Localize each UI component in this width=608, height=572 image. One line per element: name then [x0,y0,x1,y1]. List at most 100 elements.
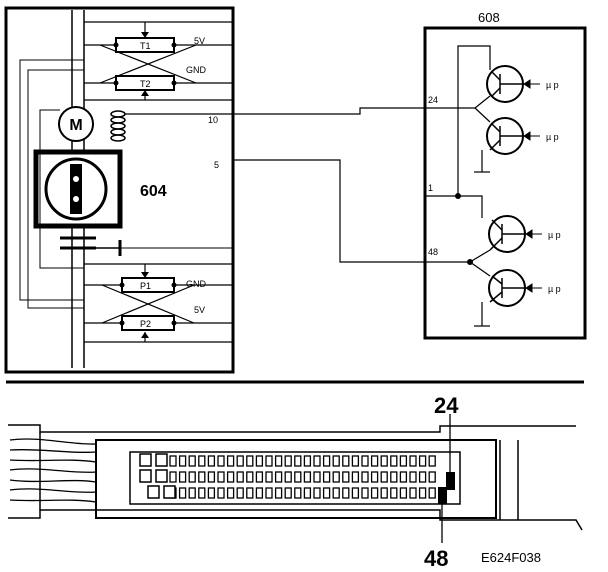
connector-pin [217,487,225,499]
signal-wires [125,107,475,263]
connector-pin [322,471,331,483]
pot-t2-label: T2 [140,79,151,89]
internal-wiring [19,59,84,309]
connector-pin [207,471,216,483]
pot-t1-label: T1 [140,41,151,51]
connector-pin [313,455,321,467]
highlighted-pins [438,472,455,504]
connector-pin [246,455,254,467]
connector-pin [284,471,292,483]
connector-pin [332,471,340,483]
control-module-id-label: 608 [478,10,500,25]
connector-pin [217,471,225,483]
feedback-pot-lower-dots [119,282,177,326]
connector-pin [342,487,350,499]
connector-pin [178,487,187,499]
connector-pin [428,455,436,467]
connector-pin [418,471,427,483]
connector-pin [303,455,312,467]
transistor-icons [486,65,526,307]
connector-pin [409,455,417,467]
pin-1-label: 1 [428,183,433,193]
connector-pin [246,487,254,499]
connector-pin [322,455,331,467]
connector-pin [380,487,388,499]
wire-10-label: 10 [208,115,218,125]
connector-pin [265,455,273,467]
connector-pin [428,471,436,483]
actuator-id-label: 604 [140,183,167,200]
driver-label-4: µ p [548,284,561,294]
control-module-608 [423,26,587,340]
connector-power-pin [147,485,160,499]
connector-power-pin [163,485,176,499]
connector-pin [303,471,312,483]
driver-label-2: µ p [546,132,559,142]
connector-pin [370,487,379,499]
connector-pin [284,455,292,467]
pin-callout-48: 48 [424,546,448,571]
connector-pin [370,455,379,467]
feedback-pot-upper-dots [113,42,177,86]
connector-pin [332,455,340,467]
connector-pin [207,455,216,467]
pot-p1-label: P1 [140,281,151,291]
connector-pin [255,455,264,467]
connector-power-pin [139,453,152,467]
ground-upper-label: GND [186,65,207,75]
connector-pin [332,487,340,499]
figure-id-label: E624F038 [481,550,541,565]
motor-label: M [69,117,82,134]
driver-label-3: µ p [548,230,561,240]
connector-pin [399,471,408,483]
connector-pins [139,453,436,499]
transistor-internals [489,71,524,303]
connector-pin [255,471,264,483]
driver-label-1: µ p [546,80,559,90]
connector-pin [294,487,302,499]
connector-pin [361,455,369,467]
connector-pin [188,487,196,499]
connector-pin [226,455,235,467]
connector-pin [303,487,312,499]
connector-pin [390,455,398,467]
connector-pin [236,487,244,499]
feedback-pot-lower [84,263,232,343]
connector-pin [274,487,283,499]
feedback-pot-upper [84,21,232,101]
connector-pin [351,471,360,483]
connector-pin [313,471,321,483]
connector-pin [351,487,360,499]
supply-5v-lower-label: 5V [194,305,205,315]
junction-dots [455,193,473,265]
connector-pin [284,487,292,499]
connector-pin [380,455,388,467]
connector-pin [390,487,398,499]
motor-icon: M [58,106,94,142]
connector-pin [342,455,350,467]
connector-pin [207,487,216,499]
connector-housing [8,424,583,531]
connector-pin [294,455,302,467]
connector-pin [236,471,244,483]
ground-lower-label: GND [186,279,207,289]
connector-pin [294,471,302,483]
connector-pin [390,471,398,483]
connector-pin [188,471,196,483]
driver-circuit [457,45,491,327]
connector-pin [351,455,360,467]
pin-callout-lines [441,414,451,543]
connector-pin [370,471,379,483]
wire-5-label: 5 [214,160,219,170]
connector-power-pin [139,469,152,483]
connector-pin [178,455,187,467]
connector-pin [274,455,283,467]
connector-pin [246,471,254,483]
connector-pin [274,471,283,483]
connector-pin [265,471,273,483]
connector-pin [169,455,177,467]
connector-pin [255,487,264,499]
pin-24-label: 24 [428,95,438,105]
connector-pin [428,487,436,499]
